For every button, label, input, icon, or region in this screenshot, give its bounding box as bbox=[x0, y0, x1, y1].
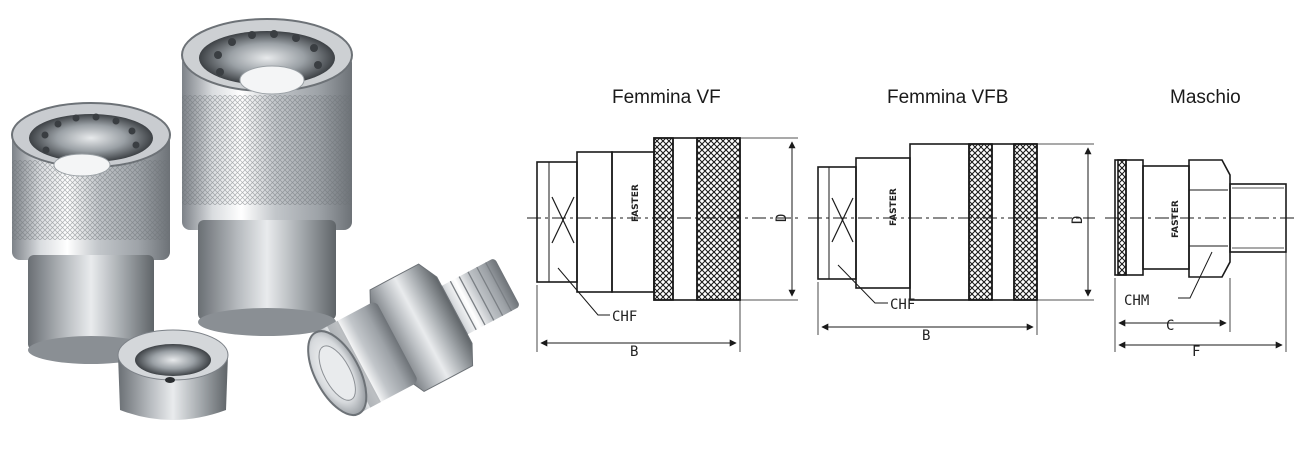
male-label-chm: CHM bbox=[1124, 293, 1149, 309]
drawing-male bbox=[1105, 159, 1298, 352]
vf-knurl-band-2 bbox=[696, 137, 741, 301]
vf-dim-d: D bbox=[774, 214, 790, 222]
vfb-dim-b: B bbox=[922, 328, 930, 344]
drawing-female-vfb bbox=[808, 143, 1095, 335]
photo-female-coupler-large bbox=[181, 18, 353, 336]
coupling-product-photo bbox=[11, 18, 519, 420]
vf-knurl-band-1 bbox=[653, 137, 674, 301]
vf-label-chf: CHF bbox=[612, 309, 637, 325]
photo-male-nipple bbox=[307, 259, 519, 416]
vf-dim-b: B bbox=[630, 344, 638, 360]
vfb-brand-label: FASTER bbox=[889, 188, 899, 226]
male-dim-f: F bbox=[1192, 344, 1200, 360]
photo-dust-cap bbox=[117, 329, 229, 420]
technical-drawings: FASTER D B CHF FASTER D B CHF bbox=[527, 137, 1298, 360]
vf-hex-end bbox=[536, 161, 578, 283]
drawing-female-vf bbox=[527, 137, 800, 352]
vfb-dim-d: D bbox=[1070, 216, 1086, 224]
title-male: Maschio bbox=[1170, 87, 1241, 108]
vfb-hex-end bbox=[817, 166, 857, 280]
male-hex bbox=[1188, 159, 1231, 278]
title-female-vf: Femmina VF bbox=[612, 87, 721, 108]
male-dim-c: C bbox=[1166, 318, 1174, 334]
vfb-knurl-band-2 bbox=[1013, 143, 1038, 301]
male-brand-label: FASTER bbox=[1171, 200, 1181, 238]
vfb-knurl-band-1 bbox=[968, 143, 993, 301]
photo-female-coupler-small bbox=[11, 102, 171, 364]
title-female-vfb: Femmina VFB bbox=[887, 87, 1009, 108]
vfb-label-chf: CHF bbox=[890, 297, 915, 313]
vf-brand-label: FASTER bbox=[631, 184, 641, 222]
